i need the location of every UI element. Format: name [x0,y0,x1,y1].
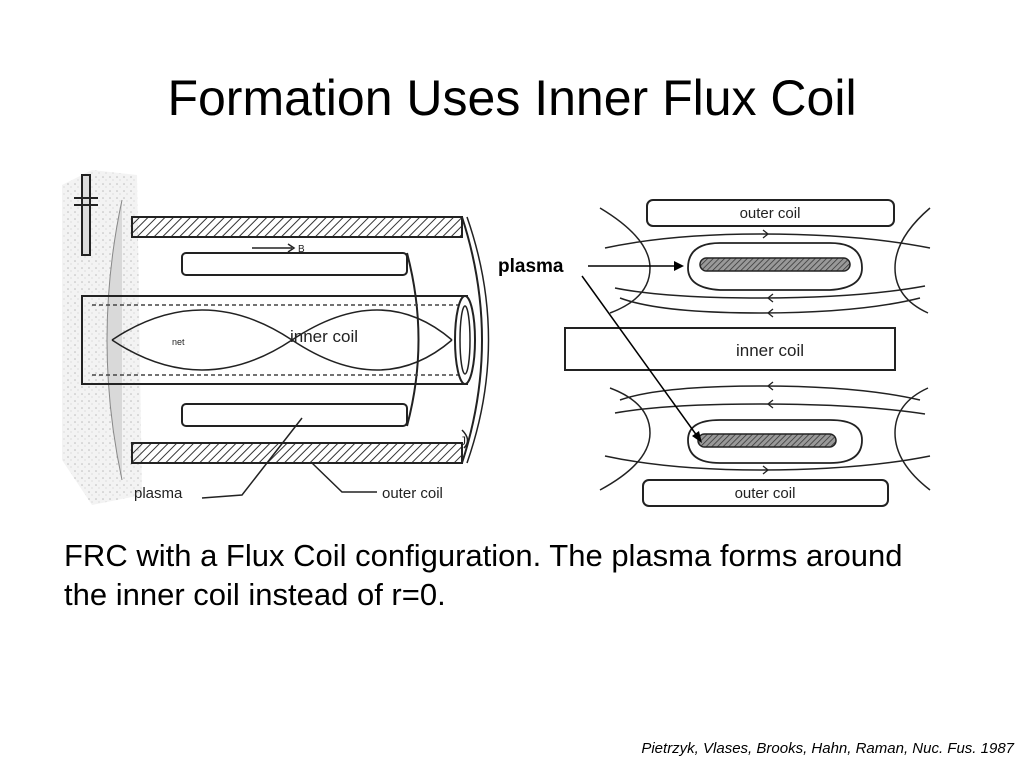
outer-coil-end [461,216,483,464]
separatrix-bottom [687,419,863,464]
current-label: J [460,434,466,448]
inner-coil-end [454,295,476,385]
plasma-callout-label: plasma [498,256,564,277]
outer-coil-bottom-bar [642,479,889,507]
net-flux-label: net [172,337,185,347]
coil-cutaway-diagram: B J net inner coil plasma outer coil [62,170,490,505]
outer-coil-top [131,216,463,238]
end-cap-shading [62,170,142,505]
citation: Pietrzyk, Vlases, Brooks, Hahn, Raman, N… [641,740,1014,757]
outer-coil-bottom [131,442,463,464]
b-field-label: B [298,244,305,255]
cross-section-diagram: outer coil outer coil inner coil [564,199,931,507]
plasma-label-left: plasma [134,485,183,502]
separatrix-top [687,242,863,291]
plasma-ring-top [181,252,408,276]
plasma-ring-section-bottom [697,433,837,448]
outer-coil-top-bar [646,199,895,227]
outer-coil-bottom-label: outer coil [735,485,796,502]
slide-title: Formation Uses Inner Flux Coil [167,70,857,126]
inner-coil-label-right: inner coil [736,341,804,360]
inner-coil-label: inner coil [290,327,358,346]
outer-coil-label-left: outer coil [382,485,443,502]
feed-pipe [81,174,91,256]
plasma-ring-section-top [699,257,851,272]
inner-coil-bar [564,327,896,371]
slide-caption: FRC with a Flux Coil configuration. The … [64,538,903,612]
outer-coil-top-label: outer coil [740,205,801,222]
plasma-ring-bottom [181,403,408,427]
